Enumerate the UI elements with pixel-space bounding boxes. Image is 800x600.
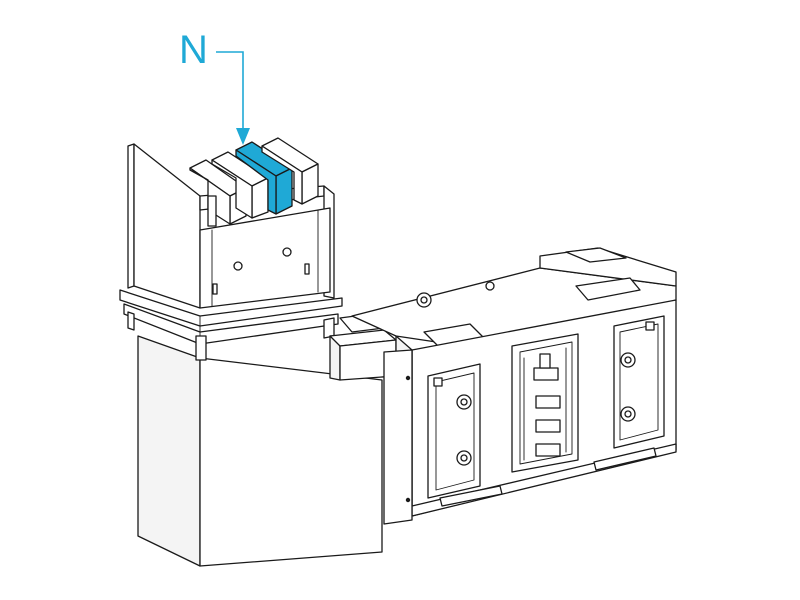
busbar-neutral	[235, 141, 293, 215]
neutral-callout-arrow	[216, 51, 250, 145]
top-connection-box	[119, 143, 343, 361]
vertical-housing	[137, 335, 383, 567]
busbar-phase-3	[261, 137, 319, 205]
busbar-phase-2	[211, 151, 269, 219]
joint-block	[351, 247, 677, 525]
neutral-label: N	[179, 28, 208, 72]
